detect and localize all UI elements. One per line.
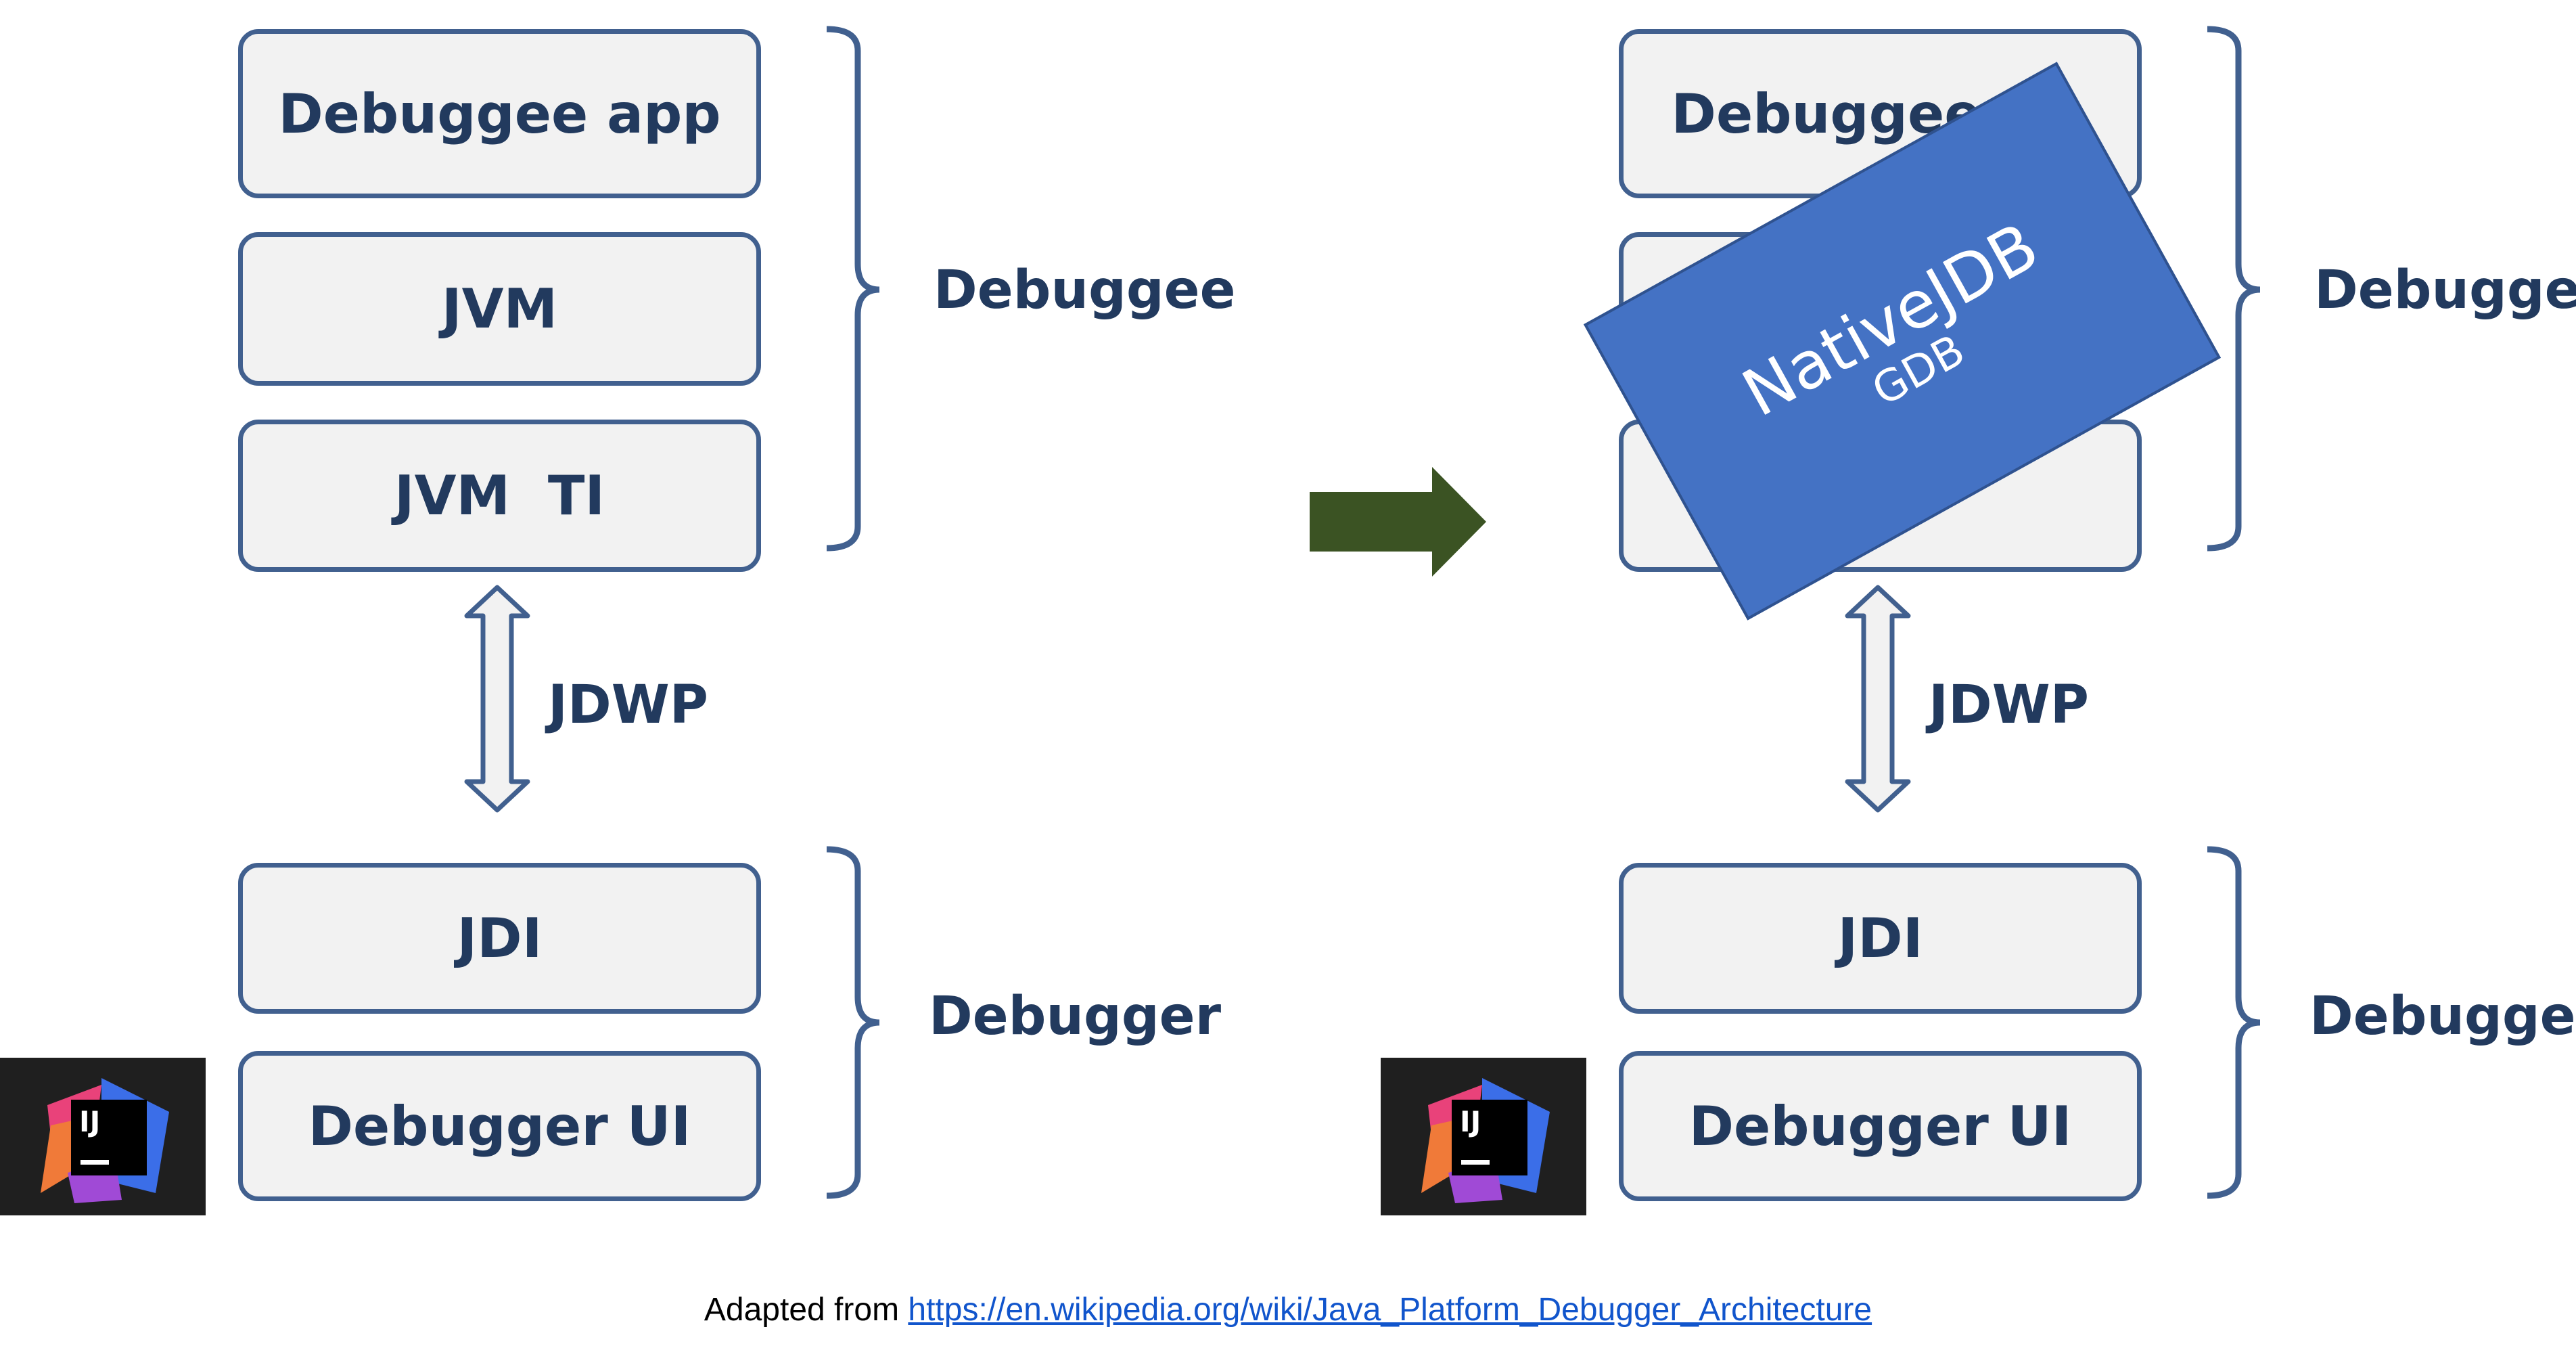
debugger-ui-box: Debugger UI <box>238 1051 761 1201</box>
jvm-ti-label: JVM TI <box>394 464 605 527</box>
transition-arrow <box>1310 467 1486 577</box>
intellij-logo-bar <box>80 1160 109 1165</box>
debugger-ui-box-right: Debugger UI <box>1619 1051 2142 1201</box>
intellij-core-square: IJ <box>71 1100 147 1175</box>
jdi-label-right: JDI <box>1837 907 1923 970</box>
intellij-core-square-right: IJ <box>1452 1100 1527 1175</box>
jdi-box-right: JDI <box>1619 863 2142 1014</box>
intellij-logo-bar-right <box>1461 1160 1490 1165</box>
brace-debugger-left <box>826 846 880 1199</box>
jdi-box: JDI <box>238 863 761 1014</box>
brace-debuggee-right <box>2207 26 2261 552</box>
debuggee-app-box: Debuggee app <box>238 29 761 198</box>
debugger-ui-label-right: Debugger UI <box>1688 1094 2072 1158</box>
jvm-ti-box: JVM TI <box>238 420 761 572</box>
intellij-idea-icon-right: IJ <box>1381 1058 1586 1215</box>
debuggee-app-label: Debuggee app <box>278 82 721 145</box>
caption-prefix: Adapted from <box>704 1292 908 1328</box>
intellij-logo-text-right: IJ <box>1460 1105 1481 1138</box>
brace-debugger-right <box>2207 846 2261 1199</box>
debuggee-brace-label-left: Debuggee <box>934 260 1236 321</box>
jvm-label: JVM <box>441 277 558 340</box>
jdwp-double-arrow-right <box>1845 585 1911 813</box>
jdwp-label-right: JDWP <box>1929 675 2089 736</box>
brace-debuggee-left <box>826 26 880 552</box>
intellij-idea-icon: IJ <box>0 1058 206 1215</box>
debugger-brace-label-left: Debugger <box>929 986 1222 1047</box>
intellij-logo-text: IJ <box>79 1105 101 1138</box>
jdwp-double-arrow-left <box>464 585 530 813</box>
jdi-label: JDI <box>457 907 543 970</box>
wikipedia-link[interactable]: https://en.wikipedia.org/wiki/Java_Platf… <box>908 1292 1872 1328</box>
debuggee-brace-label-right: Debuggee <box>2314 260 2576 321</box>
jvm-box: JVM <box>238 232 761 386</box>
jdwp-label-left: JDWP <box>548 675 708 736</box>
debugger-brace-label-right: Debugger <box>2309 986 2576 1047</box>
debugger-ui-label: Debugger UI <box>308 1094 691 1158</box>
source-caption: Adapted from https://en.wikipedia.org/wi… <box>0 1291 2576 1328</box>
